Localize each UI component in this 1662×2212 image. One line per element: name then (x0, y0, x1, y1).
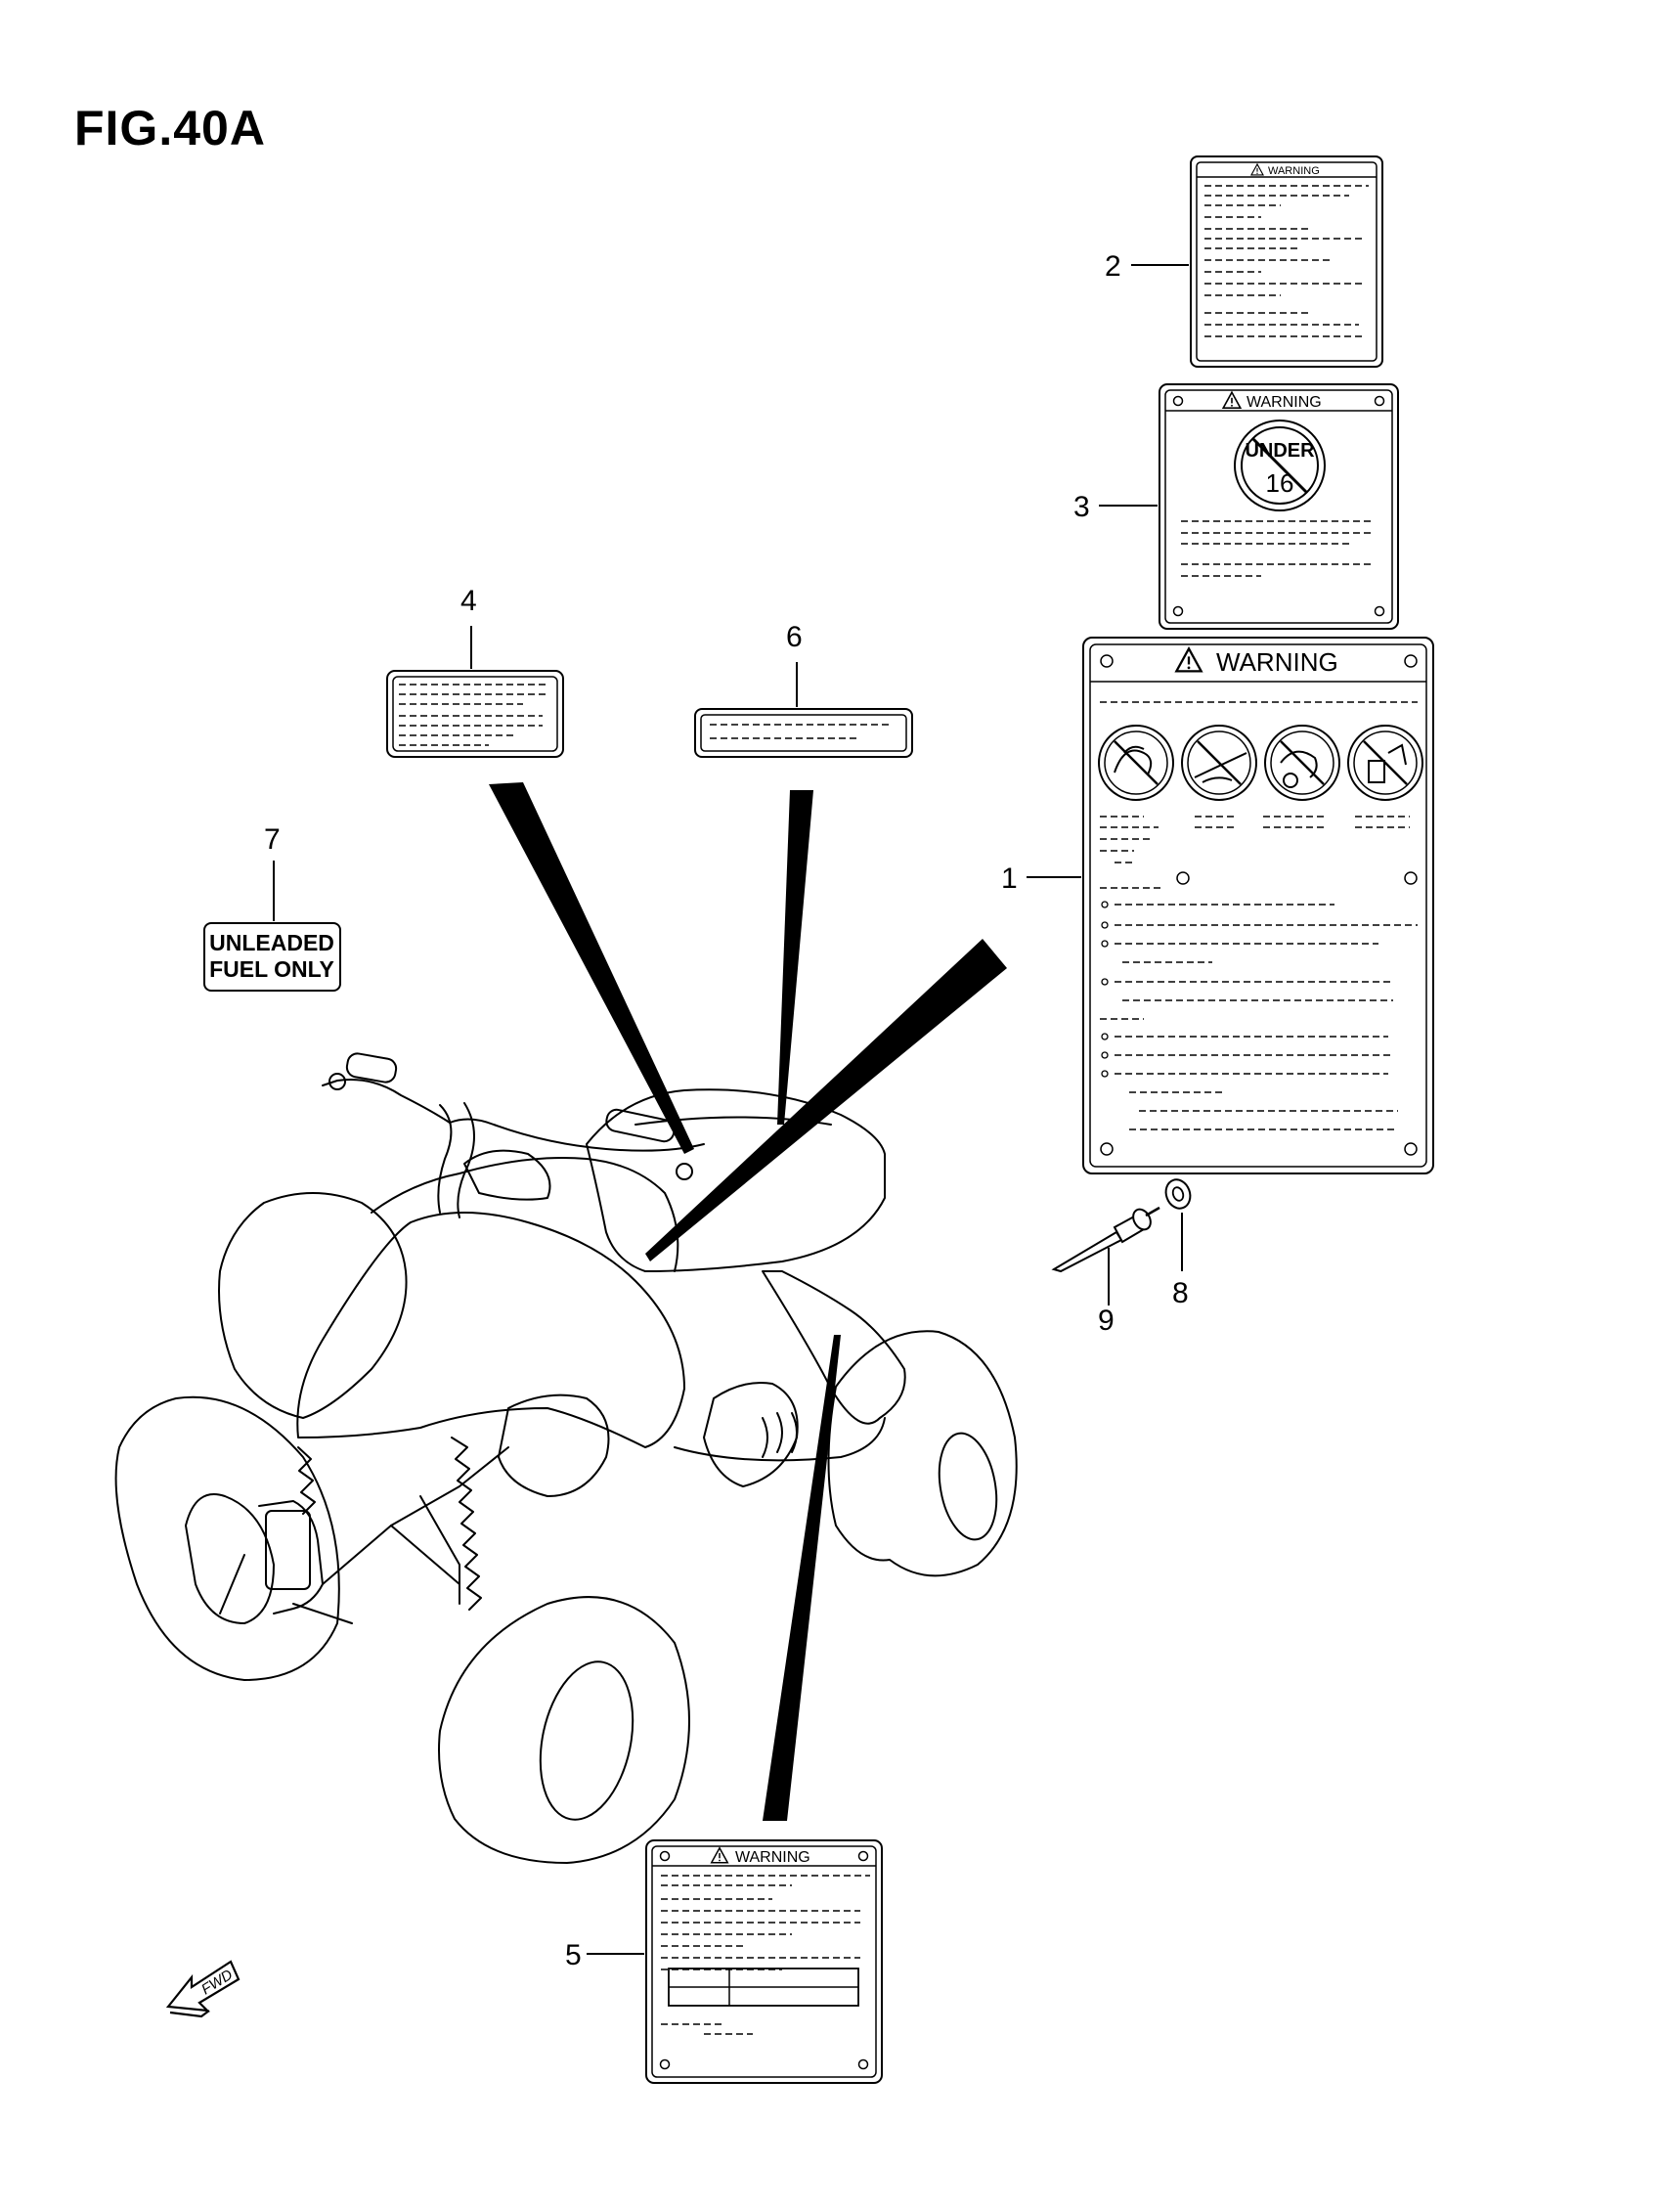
label-2-heading: WARNING (1268, 165, 1320, 177)
fwd-arrow-icon: FWD (165, 1960, 241, 2018)
bullet-list (1101, 901, 1109, 1078)
figure-title: FIG.40A (74, 101, 266, 155)
callout-7: 7 (264, 823, 281, 856)
callout-3: 3 (1073, 491, 1090, 523)
callout-8: 8 (1172, 1277, 1189, 1309)
label-3-warning[interactable]: WARNING UNDER 16 (1159, 383, 1399, 630)
label-5-heading: WARNING (735, 1849, 810, 1866)
label-4[interactable] (386, 670, 564, 758)
pointer-wedges (489, 782, 1007, 1821)
atv-illustration (114, 1052, 1018, 1864)
prohibition-icon (1181, 725, 1257, 801)
unleaded-line2: FUEL ONLY (209, 956, 334, 982)
label-7-unleaded[interactable]: UNLEADED FUEL ONLY (203, 922, 341, 992)
prohibition-icon (1347, 725, 1423, 801)
rivet-part-9[interactable] (1051, 1206, 1160, 1273)
no-under-16-icon: UNDER 16 (1234, 420, 1326, 511)
under-text: UNDER (1245, 440, 1315, 462)
label-6[interactable] (694, 708, 913, 758)
callout-6: 6 (786, 621, 803, 653)
age-text: 16 (1266, 468, 1294, 498)
callout-4: 4 (460, 585, 477, 617)
callout-5: 5 (565, 1939, 582, 1971)
prohibition-icon (1264, 725, 1340, 801)
label-5-warning[interactable]: WARNING (645, 1839, 883, 2084)
label-2-warning[interactable]: WARNING (1190, 155, 1383, 368)
washer-part-8[interactable] (1162, 1176, 1195, 1212)
label-1-heading: WARNING (1216, 647, 1338, 677)
prohibition-icon (1098, 725, 1174, 801)
callout-9: 9 (1098, 1305, 1115, 1337)
callout-2: 2 (1105, 250, 1121, 283)
label-1-warning[interactable]: WARNING (1082, 637, 1434, 1174)
label-3-heading: WARNING (1246, 394, 1322, 411)
unleaded-line1: UNLEADED (209, 930, 334, 955)
callout-1: 1 (1001, 863, 1018, 895)
